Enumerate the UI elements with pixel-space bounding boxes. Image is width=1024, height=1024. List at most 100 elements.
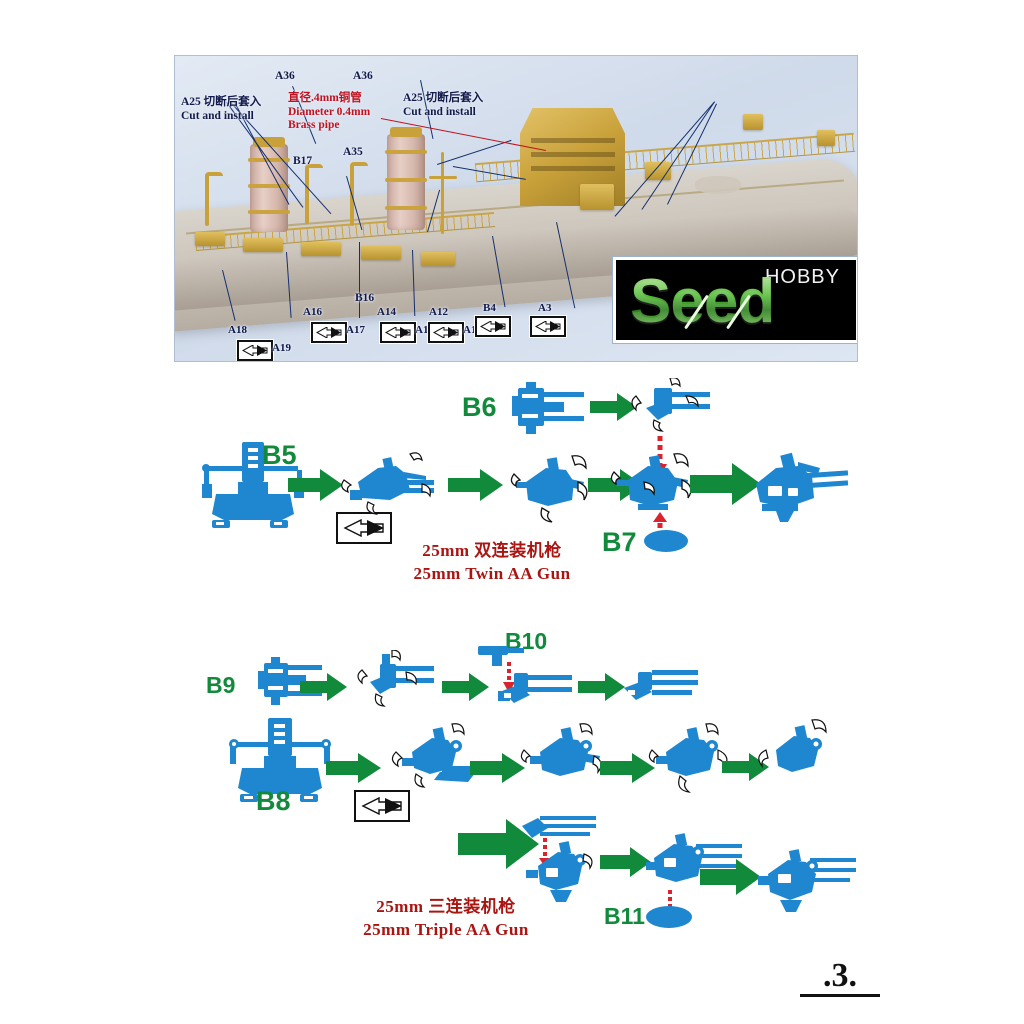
flow-arrow-green — [578, 673, 625, 701]
assembly-step-triple-4 — [624, 670, 698, 700]
double-arrow-icon — [535, 321, 561, 332]
part-label-b8: B8 — [256, 786, 291, 816]
part-b6-diagram — [512, 382, 584, 434]
callout-a16: A16 — [303, 306, 322, 318]
mast-yard — [429, 176, 457, 179]
part-b7-shape — [644, 530, 688, 552]
flow-arrow-green — [588, 469, 643, 501]
photo-label-b17: B17 — [293, 155, 313, 167]
callout-a3: A3 — [538, 302, 552, 314]
photo-label-b16: B16 — [355, 292, 375, 304]
double-arrow-icon — [433, 327, 459, 338]
part-b9-diagram — [258, 657, 322, 705]
assembly-step-triple-3 — [498, 673, 572, 703]
photo-label-a35: A35 — [343, 146, 363, 158]
photo-label-a36-right: A36 — [353, 70, 373, 82]
assembly-step-triple-10 — [646, 833, 742, 882]
page-number: .3. — [800, 958, 880, 997]
part-b8-diagram — [229, 718, 331, 802]
assembly-triple-aa-final — [758, 849, 856, 912]
ventilator-1 — [205, 174, 209, 226]
pe-detail-2 — [243, 238, 283, 252]
flow-arrow-green — [470, 753, 525, 783]
mirror-icon-b4 — [475, 316, 511, 337]
assembly-step-triple-7 — [648, 723, 728, 793]
caption-triple-aa: 25mm 三连装机枪 25mm Triple AA Gun — [363, 897, 529, 939]
mirror-icon-a19 — [237, 340, 273, 361]
assembly-step-twin-4 — [610, 453, 692, 510]
logo-hobby-text: HOBBY — [764, 266, 840, 288]
photo-label-a36-left: A36 — [275, 70, 295, 82]
assembly-step-twin-2 — [341, 452, 434, 515]
photo-label-a25-right: A25 切断后套入 Cut and install — [403, 92, 484, 118]
assembly-triple-barrels — [522, 816, 596, 838]
mirror-icon-twin — [336, 512, 392, 544]
assembly-twin-aa-final — [756, 452, 849, 522]
funnel-aft — [385, 127, 427, 230]
assembly-step-triple-5 — [391, 723, 478, 788]
model-photo-panel: A25 切断后套入 Cut and install A36 直径.4mm铜管 D… — [174, 55, 858, 362]
flow-arrow-green — [300, 673, 347, 701]
flow-arrow-green-large — [458, 819, 539, 869]
flow-arrow-green-large — [690, 463, 761, 505]
pe-detail-1 — [195, 232, 225, 246]
red-assembly-arrow-down-b10 — [503, 662, 515, 693]
part-b10-diagram — [478, 646, 524, 666]
assembly-step-triple-8 — [758, 719, 827, 772]
pe-detail-4 — [361, 246, 401, 260]
ventilator-2-head — [305, 164, 323, 168]
double-arrow-icon — [316, 327, 342, 338]
callout-a18: A18 — [228, 324, 247, 336]
part-label-b11: B11 — [604, 903, 645, 929]
double-arrow-icon — [343, 519, 384, 537]
ventilator-3-head — [350, 162, 368, 166]
flow-arrow-green — [288, 469, 343, 501]
pe-detail-7 — [743, 114, 763, 130]
callout-a17: A17 — [346, 324, 365, 336]
flow-arrow-green — [590, 393, 637, 421]
flow-arrow-green — [326, 753, 381, 783]
mirror-icon-a17 — [311, 322, 347, 343]
assembly-step-b6-attached — [631, 378, 710, 432]
pe-detail-bridge — [580, 184, 614, 210]
mirror-icon-a3 — [530, 316, 566, 337]
assembly-step-triple-9 — [526, 841, 593, 902]
mirror-icon-a13 — [428, 322, 464, 343]
part-b5-diagram — [202, 442, 304, 528]
mast-pole — [441, 152, 444, 234]
part-b11-shape — [646, 906, 692, 928]
flow-arrow-green — [600, 753, 655, 783]
callout-a12: A12 — [429, 306, 448, 318]
assembly-step-triple-6 — [520, 723, 602, 776]
pe-detail-8 — [817, 130, 835, 146]
ventilator-2 — [305, 166, 309, 224]
pe-detail-5 — [421, 252, 455, 266]
seed-hobby-logo: HOBBY Seed — [613, 257, 857, 343]
part-label-b9: B9 — [206, 672, 236, 698]
flow-arrow-green — [442, 673, 489, 701]
part-label-b5: B5 — [262, 440, 297, 470]
assembly-step-triple-2 — [357, 650, 434, 707]
pe-detail-3 — [301, 242, 341, 256]
photo-label-a25-left: A25 切断后套入 Cut and install — [181, 96, 262, 122]
callout-b4: B4 — [483, 302, 496, 314]
flow-arrow-green — [600, 847, 651, 877]
ships-boat — [695, 176, 741, 194]
caption-twin-aa: 25mm 双连装机枪 25mm Twin AA Gun — [413, 541, 571, 583]
photo-label-brass-pipe: 直径.4mm铜管 Diameter 0.4mm Brass pipe — [288, 92, 371, 132]
callout-a14: A14 — [377, 306, 396, 318]
callout-a19: A19 — [272, 342, 291, 354]
assembly-step-twin-3 — [510, 455, 588, 523]
double-arrow-icon — [361, 797, 402, 815]
flow-arrow-green-large — [700, 859, 761, 895]
double-arrow-icon — [385, 327, 411, 338]
flow-arrow-green — [448, 469, 503, 501]
ventilator-1-head — [205, 172, 223, 176]
part-label-b6: B6 — [462, 392, 497, 422]
mirror-icon-triple — [354, 790, 410, 822]
double-arrow-icon — [242, 345, 268, 356]
mirror-icon-a15 — [380, 322, 416, 343]
